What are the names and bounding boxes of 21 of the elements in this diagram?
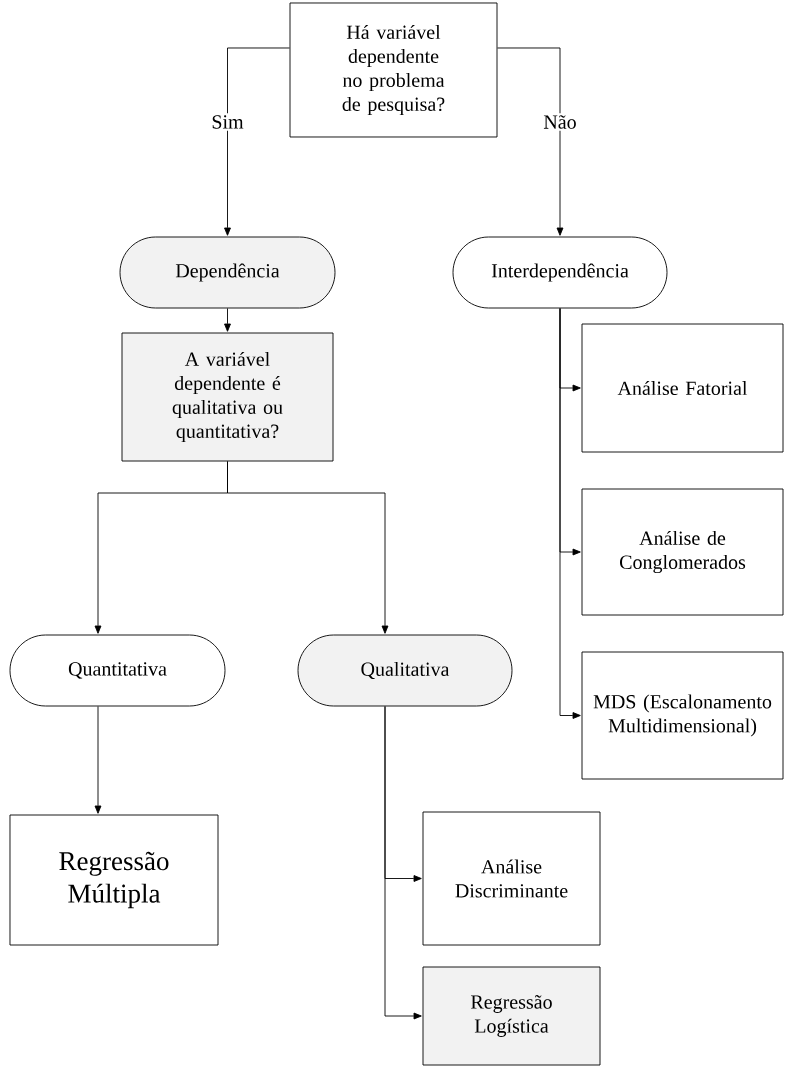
edge-label: Não	[541, 113, 579, 131]
arrow	[94, 706, 102, 814]
process-box: Análise de Conglomerados	[581, 488, 784, 616]
terminal-pill: Interdependência	[452, 236, 668, 309]
arrow	[227, 461, 389, 634]
process-box: Regressão Logística	[422, 966, 601, 1066]
process-box: Análise Fatorial	[581, 323, 784, 453]
terminal-pill: Quantitativa	[9, 634, 226, 707]
arrow	[224, 47, 290, 236]
arrow	[384, 706, 422, 1020]
process-box: MDS (Escalonamento Multidimensional)	[581, 651, 784, 780]
process-box: Análise Discriminante	[422, 811, 601, 946]
edge-label: Sim	[209, 113, 246, 131]
terminal-pill: Dependência	[119, 236, 336, 309]
arrow	[224, 308, 231, 332]
arrow	[559, 308, 581, 719]
process-box: A variável dependente é qualitativa ou quantitativa?	[121, 332, 334, 462]
process-box: Regressão Múltipla	[9, 814, 219, 946]
process-box: Há variável dependente no problema de pesquisa?	[289, 2, 498, 138]
arrow	[497, 47, 564, 236]
terminal-pill: Qualitativa	[297, 634, 513, 707]
